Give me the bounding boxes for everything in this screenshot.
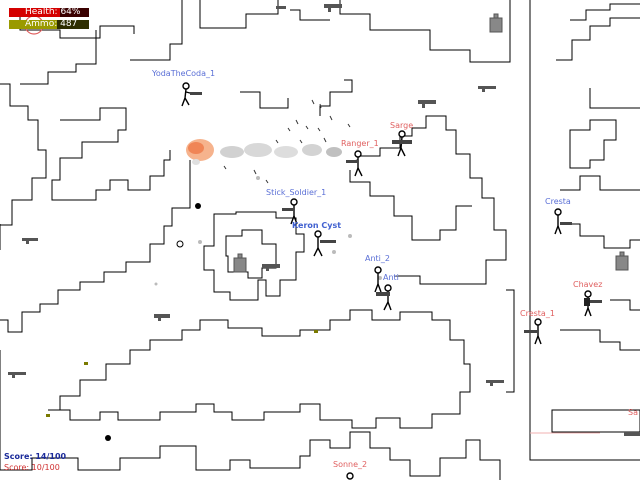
ammo-pickup-icon [46, 414, 50, 417]
team-score-red: Score: 10/100 [4, 463, 60, 472]
shell-debris [223, 99, 351, 184]
mine-icon [105, 435, 111, 441]
health-bar-fill [9, 8, 60, 17]
terrain-wall [560, 223, 640, 249]
armor-pickup-icon [615, 251, 629, 271]
player-name-tag: Cresta_1 [520, 309, 555, 318]
terrain-wall [0, 83, 47, 226]
terrain-wall [556, 17, 640, 61]
terrain-wall [51, 107, 171, 201]
terrain-wall [589, 88, 640, 109]
stick-soldier-icon[interactable] [584, 290, 602, 317]
terrain-wall [569, 119, 617, 169]
gun-pickup-icon [22, 238, 38, 244]
player-name-tag: Keron Cyst [292, 221, 342, 230]
gun-pickup-icon [8, 372, 26, 378]
stick-soldier-icon[interactable] [374, 266, 382, 293]
smoke-trail-icon [186, 139, 342, 165]
player-name-tag: Sarge [390, 121, 414, 130]
armor-pickup-icon [233, 253, 247, 273]
terrain-wall [203, 211, 305, 301]
terrain-wall [339, 0, 511, 63]
health-label: Health: 64% [25, 7, 81, 17]
gun-pickup-icon [262, 264, 280, 271]
terrain-wall [290, 9, 330, 21]
terrain-wall [560, 329, 640, 351]
stick-soldier-icon[interactable] [313, 230, 336, 257]
player-name-tag: Sa [628, 408, 638, 417]
terrain-wall [506, 289, 515, 393]
terrain-wall [551, 409, 640, 433]
ammo-pickup-icon [84, 362, 88, 365]
gun-pickup-icon [478, 86, 496, 92]
ammo-bar-fill [9, 20, 57, 29]
ammo-label: Ammo: 487 [25, 19, 78, 29]
player-name-tag: Anti_2 [365, 254, 390, 263]
grenade-icon [176, 240, 184, 248]
terrain-wall [130, 0, 183, 61]
terrain-wall [610, 299, 640, 311]
armor-pickup-icon [489, 13, 503, 33]
player-name-tag: Cresta [545, 197, 571, 206]
player-name-tag: Anti [383, 273, 399, 282]
gun-pickup-icon [418, 100, 436, 108]
stick-soldier-icon[interactable] [282, 198, 298, 225]
gun-pickup-icon [624, 432, 640, 436]
terrain-wall [199, 0, 279, 29]
player-name-tag: Stick_Soldier_1 [266, 188, 327, 197]
stick-soldier-icon[interactable] [346, 150, 363, 177]
gun-pickup-icon [276, 6, 286, 9]
terrain-wall [349, 170, 472, 241]
stick-soldier-icon[interactable] [376, 284, 392, 311]
stick-soldier-icon[interactable] [346, 472, 354, 480]
stick-soldiers [181, 82, 602, 480]
gun-pickup-icon [486, 380, 504, 386]
ammo-pickup-icon [314, 330, 318, 333]
stick-soldier-icon[interactable] [181, 82, 202, 107]
player-name-tag: Sonne_2 [333, 460, 368, 469]
terrain-wall [570, 3, 640, 21]
gun-pickup-icon [324, 4, 342, 12]
terrain-wall [529, 0, 640, 461]
team-score-blue: Score: 14/100 [4, 452, 67, 461]
stick-soldier-icon[interactable] [554, 208, 572, 235]
player-name-tag: Ranger_1 [341, 139, 379, 148]
terrain-wall [319, 79, 353, 116]
terrain-wall [0, 160, 191, 333]
ground-debris [154, 176, 382, 286]
player-name-tag: Chavez [573, 280, 603, 289]
stick-soldier-icon[interactable] [392, 130, 412, 157]
gun-pickup-icon [154, 314, 170, 321]
player-name-tag: YodaTheCoda_1 [152, 69, 216, 78]
terrain-wall [560, 175, 640, 191]
mine-icon [195, 203, 201, 209]
terrain-wall [240, 91, 289, 109]
stick-soldier-icon[interactable] [524, 318, 542, 345]
terrain-wall [20, 30, 97, 85]
terrain-wall [48, 309, 471, 429]
terrain-wall [0, 350, 501, 480]
